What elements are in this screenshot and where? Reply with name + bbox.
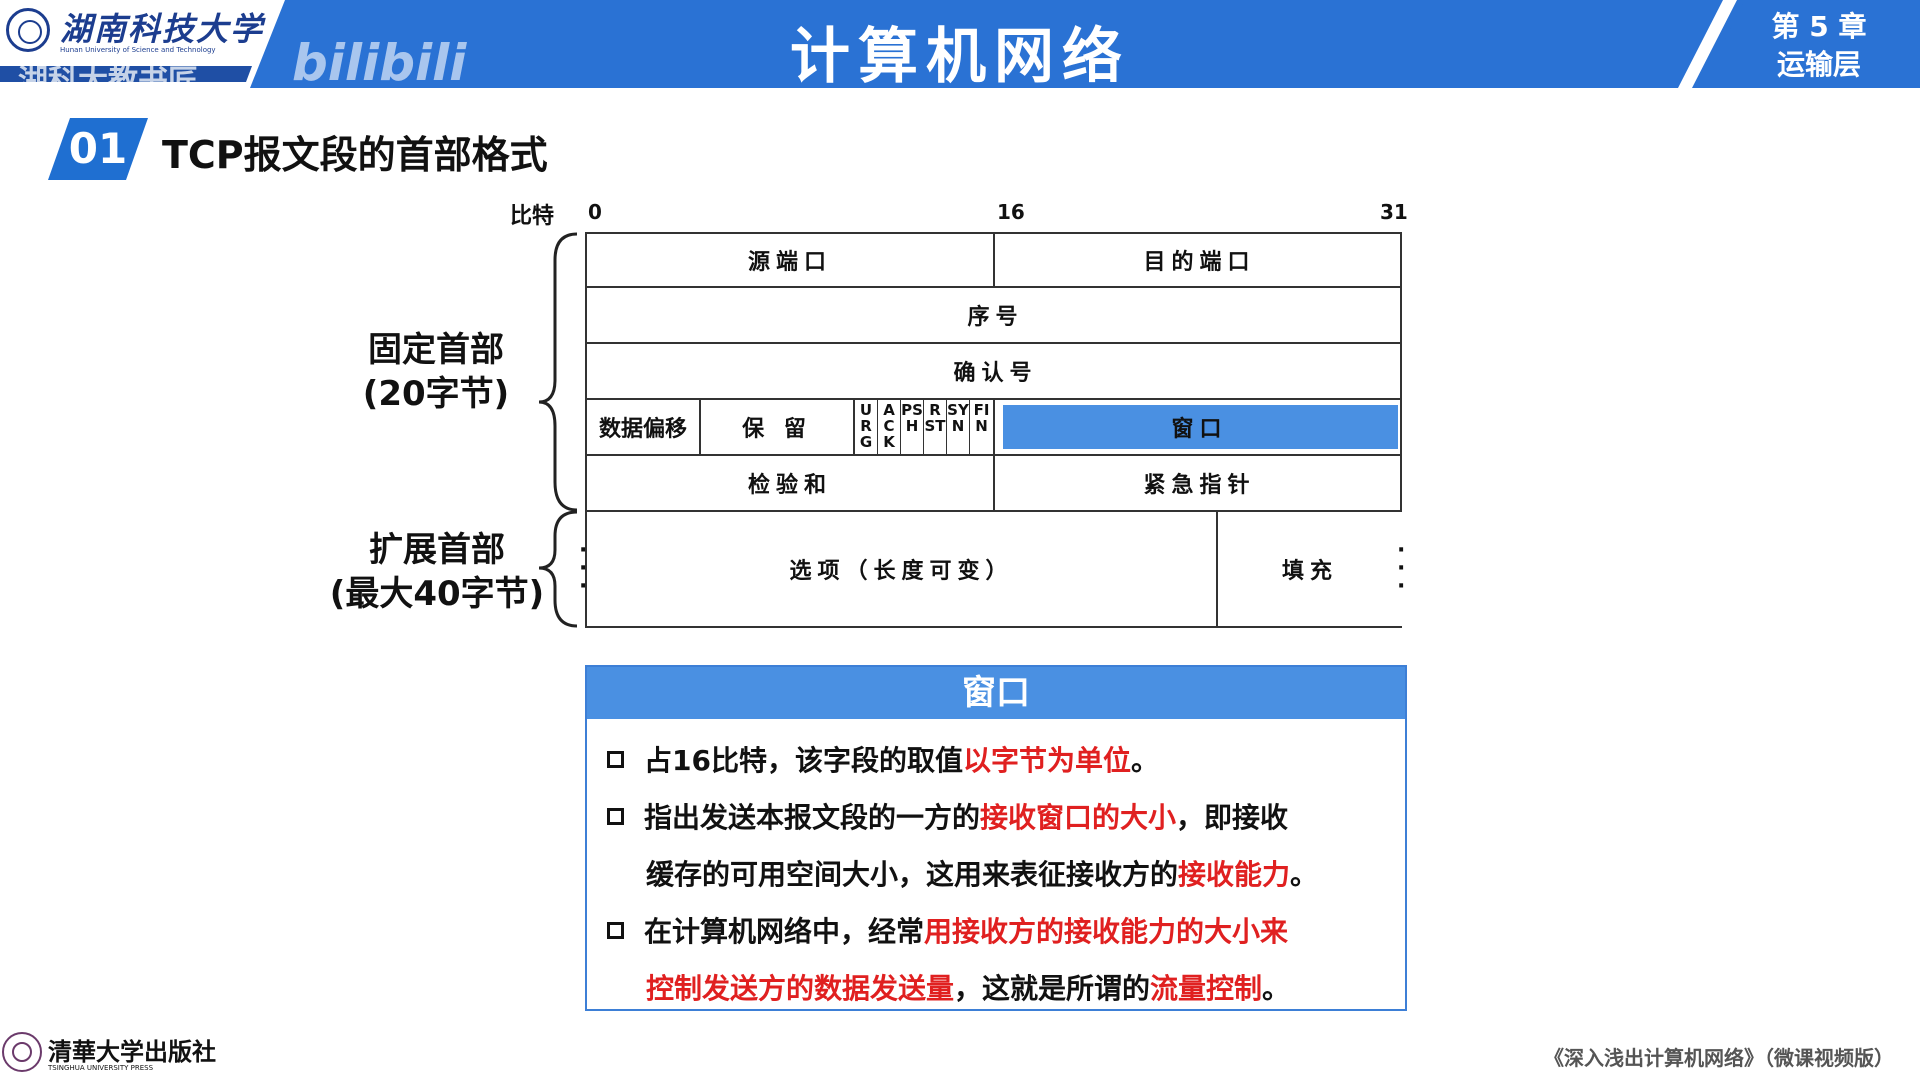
field-urgent-pointer: 紧急指针 xyxy=(1143,473,1256,498)
channel-watermark: 湖科大教书匠 xyxy=(18,64,198,99)
highlight-text: 接收能力 xyxy=(1178,858,1291,891)
field-window: 窗口 xyxy=(995,400,1404,454)
ext-header-size: (最大40字节) xyxy=(329,574,545,614)
section-title: TCP报文段的首部格式 xyxy=(162,133,548,177)
field-checksum: 检验和 xyxy=(587,456,995,510)
university-name: 湖南科技大学 xyxy=(60,10,265,48)
text-segment: 。 xyxy=(1290,858,1319,891)
header-background xyxy=(0,0,1920,88)
row-ports: 源端口 目的端口 xyxy=(585,232,1402,288)
window-highlight xyxy=(1003,405,1398,449)
flag-ack: ACK xyxy=(878,400,901,454)
highlight-text: 流量控制 xyxy=(1150,972,1263,1005)
ext-header-label: 扩展首部 (最大40字节) xyxy=(322,528,552,616)
university-logo: 湖南科技大学 Hunan University of Science and T… xyxy=(4,6,284,56)
info-box-title: 窗口 xyxy=(587,667,1405,719)
flag-psh: PSH xyxy=(901,400,924,454)
info-box-body: 占16比特，该字段的取值以字节为单位。 指出发送本报文段的一方的接收窗口的大小，… xyxy=(587,719,1405,1009)
text-segment: ，即接收 xyxy=(1176,801,1289,834)
text-segment: 缓存的可用空间大小，这用来表征接收方的 xyxy=(646,858,1179,891)
bullet-line-2: 指出发送本报文段的一方的接收窗口的大小，即接收 xyxy=(607,796,1288,836)
field-reserved: 保 留 xyxy=(701,400,855,454)
ext-header-title: 扩展首部 xyxy=(369,530,505,570)
field-data-offset: 数据偏移 xyxy=(587,400,701,454)
tick-16: 16 xyxy=(997,200,1025,224)
highlight-text: 控制发送方的数据发送量 xyxy=(646,972,955,1005)
square-bullet-icon xyxy=(607,922,624,939)
field-ack-number: 确认号 xyxy=(953,361,1038,386)
highlight-text: 以字节为单位 xyxy=(962,744,1131,777)
section-number: 01 xyxy=(48,118,148,180)
chapter-title: 运输层 xyxy=(1776,48,1861,81)
row-checksum: 检验和 紧急指针 xyxy=(585,456,1402,512)
tick-0: 0 xyxy=(588,200,602,224)
publisher-logo: 清華大学出版社 TSINGHUA UNIVERSITY PRESS xyxy=(2,1030,216,1074)
text-segment: 。 xyxy=(1130,744,1159,777)
bilibili-watermark: bilibili xyxy=(292,34,467,92)
flag-fin: FIN xyxy=(973,401,990,435)
flag-rst: RST xyxy=(924,400,947,454)
row-options: 选项（长度可变） 填充 ··· ··· xyxy=(579,512,1406,628)
bits-label: 比特 xyxy=(510,204,555,229)
flag-urg: URG xyxy=(855,400,878,454)
highlight-text: 用接收方的接收能力的大小来 xyxy=(924,915,1289,948)
row-ack: 确认号 xyxy=(585,344,1402,400)
header-braces xyxy=(538,232,578,628)
highlight-text: 接收窗口的大小 xyxy=(980,801,1177,834)
publisher-name-en: TSINGHUA UNIVERSITY PRESS xyxy=(48,1064,154,1072)
chapter-badge: 第 5 章 运输层 xyxy=(1754,8,1884,84)
text-segment: ，这就是所谓的 xyxy=(954,972,1151,1005)
field-window-label: 窗口 xyxy=(1171,417,1228,442)
header-bar: 湖南科技大学 Hunan University of Science and T… xyxy=(0,0,1920,99)
square-bullet-icon xyxy=(607,751,624,768)
bullet-line-3: 在计算机网络中，经常用接收方的接收能力的大小来 xyxy=(607,910,1288,950)
left-dots: ··· xyxy=(579,538,588,599)
field-sequence-number: 序号 xyxy=(967,305,1024,330)
university-seal-icon xyxy=(6,8,50,52)
text-segment: 指出发送本报文段的一方的 xyxy=(644,801,981,834)
publisher-seal-icon xyxy=(2,1032,42,1072)
text-segment: 在计算机网络中，经常 xyxy=(644,915,925,948)
page-title: 计算机网络 xyxy=(790,22,1130,92)
university-name-en: Hunan University of Science and Technolo… xyxy=(60,46,216,54)
field-options: 选项（长度可变） xyxy=(585,512,1218,626)
fixed-header-title: 固定首部 xyxy=(368,330,504,370)
row-sequence: 序号 xyxy=(585,288,1402,344)
field-source-port: 源端口 xyxy=(587,234,995,286)
window-info-box: 窗口 占16比特，该字段的取值以字节为单位。 指出发送本报文段的一方的接收窗口的… xyxy=(585,665,1407,1011)
tick-31: 31 xyxy=(1380,200,1408,224)
bullet-line-1: 占16比特，该字段的取值以字节为单位。 xyxy=(607,739,1159,779)
flags-group: URG ACK PSH RST SYN FIN xyxy=(855,400,995,454)
chapter-number: 第 5 章 xyxy=(1771,10,1867,43)
row-control: 数据偏移 保 留 URG ACK PSH RST SYN FIN 窗口 xyxy=(585,400,1402,456)
publisher-name: 清華大学出版社 xyxy=(48,1037,216,1066)
text-segment: 。 xyxy=(1262,972,1291,1005)
bullet-line-3-cont: 控制发送方的数据发送量，这就是所谓的流量控制。 xyxy=(646,967,1290,1007)
field-destination-port: 目的端口 xyxy=(1143,250,1256,275)
text-segment: 占16比特，该字段的取值 xyxy=(644,744,963,777)
flag-syn: SYN xyxy=(947,400,970,454)
field-padding: 填充 xyxy=(1281,559,1338,584)
bullet-line-2-cont: 缓存的可用空间大小，这用来表征接收方的接收能力。 xyxy=(646,853,1318,893)
square-bullet-icon xyxy=(607,808,624,825)
book-title: 《深入浅出计算机网络》（微课视频版） xyxy=(1544,1046,1894,1070)
fixed-header-label: 固定首部 (20字节) xyxy=(336,328,536,416)
fixed-header-size: (20字节) xyxy=(362,374,510,414)
right-dots: ··· xyxy=(1397,538,1406,599)
